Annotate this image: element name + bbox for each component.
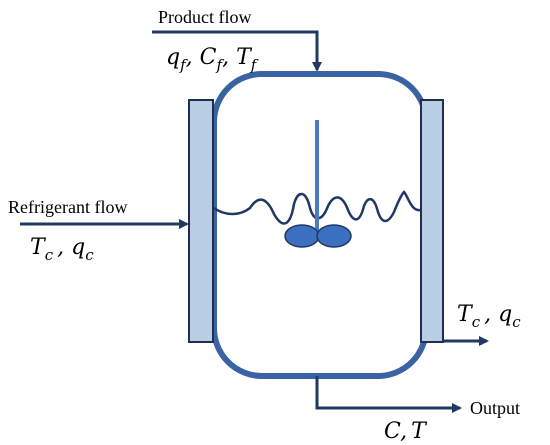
product-inflow-arrow bbox=[152, 30, 322, 72]
output-label: Output bbox=[470, 398, 520, 418]
product-outflow-arrow bbox=[315, 376, 462, 413]
liquid-surface-line bbox=[213, 190, 422, 225]
var-q-sub: f bbox=[179, 56, 188, 74]
var-c-sub: f bbox=[216, 56, 225, 74]
sep: , bbox=[484, 302, 491, 327]
var-q-sub: c bbox=[85, 246, 94, 264]
var-t: T bbox=[411, 419, 428, 444]
var-t: T bbox=[236, 45, 253, 70]
var-q: q bbox=[166, 45, 180, 70]
product-flow-label: Product flow bbox=[158, 7, 252, 27]
sep: , bbox=[186, 45, 193, 70]
sep: , bbox=[57, 235, 64, 260]
product-flow-variables: qf, Cf, Tf bbox=[166, 45, 259, 74]
var-t-sub: c bbox=[472, 313, 481, 331]
left-cooling-jacket bbox=[188, 99, 214, 343]
var-c: C bbox=[200, 45, 217, 70]
var-t: T bbox=[457, 302, 474, 327]
var-q-sub: c bbox=[512, 313, 521, 331]
var-q: q bbox=[498, 302, 512, 327]
var-c: C bbox=[384, 419, 401, 444]
var-q: q bbox=[71, 235, 85, 260]
var-t-sub: c bbox=[45, 246, 54, 264]
var-t: T bbox=[30, 235, 47, 260]
sep: , bbox=[400, 419, 407, 444]
sep: , bbox=[222, 45, 229, 70]
var-t-sub: f bbox=[250, 56, 259, 74]
impeller-blade-right bbox=[316, 224, 352, 248]
reactor-vessel bbox=[211, 71, 429, 379]
impeller-blade-left bbox=[284, 224, 320, 248]
coolant-outflow-variables: Tc, qc bbox=[457, 302, 521, 331]
output-variables: C,T bbox=[384, 419, 428, 444]
right-cooling-jacket bbox=[420, 99, 444, 343]
refrigerant-flow-variables: Tc, qc bbox=[30, 235, 94, 264]
refrigerant-flow-label: Refrigerant flow bbox=[8, 197, 127, 217]
